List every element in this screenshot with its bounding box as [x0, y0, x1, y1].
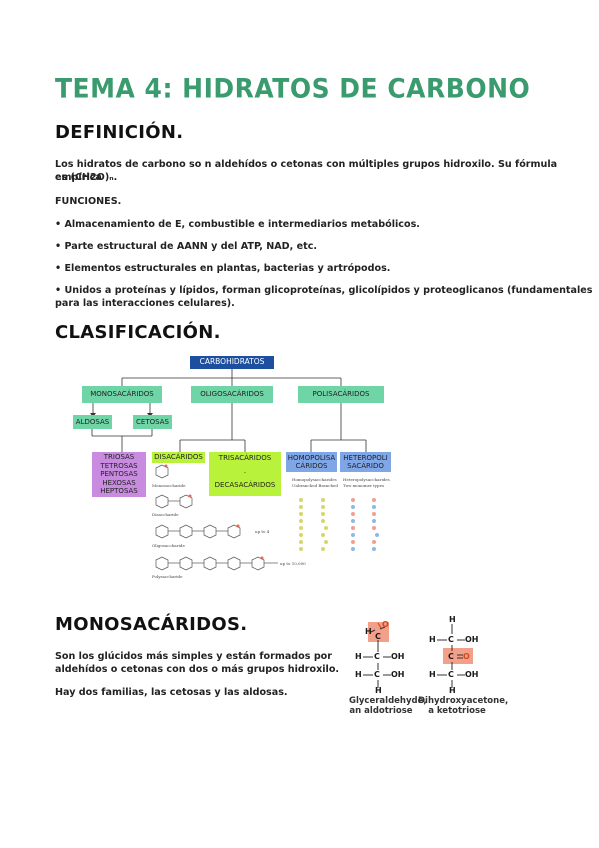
atom-h: H	[429, 635, 436, 644]
caption-glyceraldehyde: Glyceraldehyde,	[349, 696, 427, 706]
monosacaridos-text-line1: Son los glúcidos más simples y están for…	[55, 651, 333, 662]
polysaccharide-chains	[299, 498, 379, 551]
atom-c: C	[448, 635, 454, 644]
atom-h: H	[365, 627, 372, 636]
hetero-line: SACÁRIDO	[347, 462, 384, 470]
funcion-item: • Elementos estructurales en plantas, ba…	[55, 263, 391, 274]
atom-h: H	[449, 615, 456, 624]
section-heading-clasificacion: CLASIFICACIÓN.	[55, 322, 221, 343]
trisacaridos-box: TRISACÁRIDOS . DECASACÁRIDOS	[209, 452, 281, 496]
oligosacaridos-box: OLIGOSACÁRIDOS	[191, 386, 273, 403]
funcion-item: • Almacenamiento de E, combustible e int…	[55, 219, 420, 230]
caption-ketotriose: a ketotriose	[428, 706, 486, 716]
decasacaridos-label: DECASACÁRIDOS	[214, 481, 276, 489]
hetero-line: HETEROPOLI	[343, 453, 388, 462]
atom-h: H	[429, 670, 436, 679]
atom-oh: OH	[391, 652, 405, 661]
trisacaridos-label: TRISACÁRIDOS	[218, 454, 272, 462]
label-hetero-head: Heteropolysaccharides	[343, 477, 390, 482]
atom-c: C	[448, 670, 454, 679]
carbohidratos-box: CARBOHIDRATOS	[190, 356, 274, 369]
label-homo-head: Homopolysaccharides	[292, 477, 337, 482]
atom-h: H	[449, 686, 456, 695]
atom-o: O	[463, 652, 470, 661]
atom-h: H	[355, 652, 362, 661]
heteropolisacarido-box: HETEROPOLI SACÁRIDO	[340, 452, 391, 472]
atom-oh: OH	[465, 670, 479, 679]
caption-aldotriose: an aldotriose	[349, 706, 413, 716]
ketone-highlight	[443, 648, 473, 664]
funcion-item: • Parte estructural de AANN y del ATP, N…	[55, 241, 318, 252]
disacaridos-box: DISACÁRIDOS	[152, 452, 205, 463]
polisacaridos-box: POLISACÁRIDOS	[298, 386, 384, 403]
mono-type: PENTOSAS	[100, 470, 138, 479]
label-homo-sub: Unbranched Branched	[292, 483, 338, 488]
monosacaridos-box: MONOSACÁRIDOS	[82, 386, 162, 403]
label-up-to: up to 4	[255, 529, 270, 534]
atom-c: C	[375, 632, 381, 641]
label-hetero-sub: Two monomer types	[343, 483, 385, 488]
atom-c: C	[374, 670, 380, 679]
section-heading-definicion: DEFINICIÓN.	[55, 122, 184, 143]
mono-type: TRIOSAS	[103, 453, 135, 462]
aldosas-box: ALDOSAS	[73, 415, 112, 429]
homo-line: CÁRIDOS	[295, 462, 328, 470]
atom-c: C	[448, 652, 454, 661]
mono-type: TETROSAS	[100, 461, 138, 470]
definicion-text-line1: Los hidratos de carbono so n aldehídos o…	[55, 159, 558, 183]
atom-o: O	[382, 620, 389, 629]
label-oligosaccharide: Oligosaccharide	[152, 543, 185, 548]
mono-type: HEXOSAS	[102, 478, 136, 487]
atom-h: H	[355, 670, 362, 679]
homo-line: HOMOPOLISA	[287, 453, 336, 462]
mono-type: HEPTOSAS	[100, 487, 138, 496]
label-monosaccharide: Monosaccharide	[152, 483, 186, 488]
atom-h: H	[375, 686, 382, 695]
funciones-label: FUNCIONES.	[55, 196, 122, 207]
label-polysaccharide: Polysaccharide	[152, 574, 183, 579]
monosacaridos-types-box: TRIOSAS TETROSAS PENTOSAS HEXOSAS HEPTOS…	[92, 452, 146, 497]
caption-dihydroxyacetone: Dihydroxyacetone,	[418, 696, 509, 706]
label-disaccharide: Disaccharide	[152, 512, 179, 517]
sugar-ring-chains	[155, 464, 265, 571]
monosacaridos-text-line3: Hay dos familias, las cetosas y las aldo…	[55, 687, 288, 698]
homopolisacaridos-box: HOMOPOLISA CÁRIDOS	[286, 452, 337, 472]
cetosas-box: CETOSAS	[133, 415, 172, 429]
funcion-item: • Unidos a proteínas y lípidos, forman g…	[55, 285, 593, 296]
atom-c: C	[374, 652, 380, 661]
atom-oh: OH	[391, 670, 405, 679]
monosacaridos-text-line2: aldehídos o cetonas con dos o más grupos…	[55, 664, 340, 675]
definicion-text-line2: es (CH2O)ₙ.	[55, 172, 118, 183]
page-title: TEMA 4: HIDRATOS DE CARBONO	[55, 73, 531, 104]
label-up-to-many: up to 10,000	[280, 561, 306, 566]
ellipsis: .	[243, 466, 247, 475]
atom-oh: OH	[465, 635, 479, 644]
funcion-item-continuation: para las interacciones celulares).	[55, 298, 235, 309]
section-heading-monosacaridos: MONOSACÁRIDOS.	[55, 614, 248, 635]
